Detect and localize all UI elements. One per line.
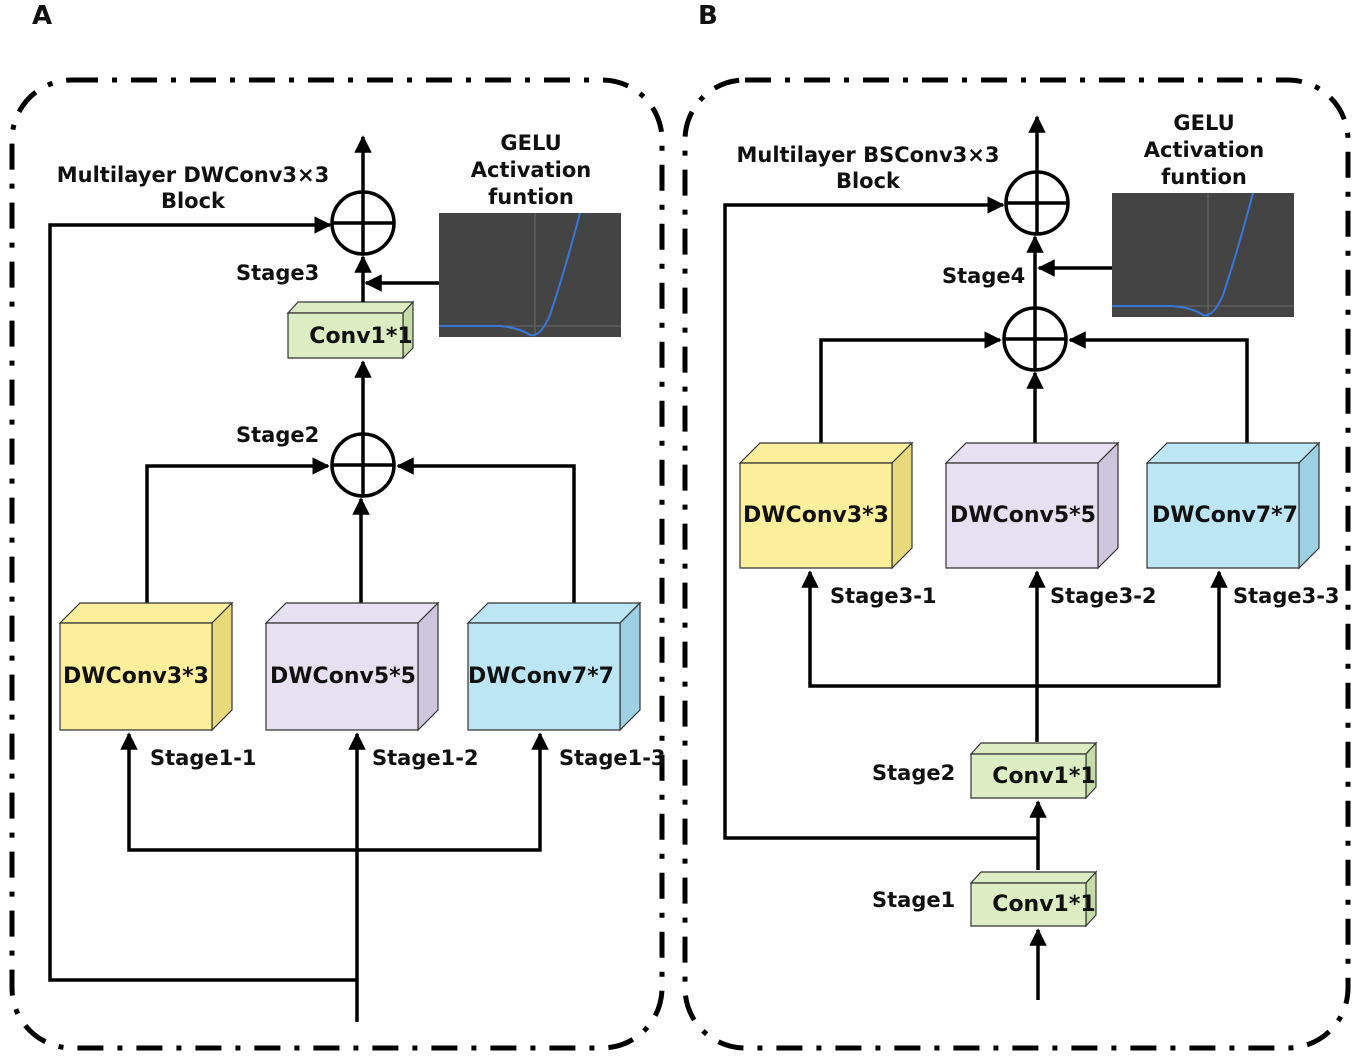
panel-b-dwconv5-label: DWConv5*5 bbox=[950, 503, 1096, 528]
panel-b-dwconv5-box bbox=[944, 441, 1120, 570]
panel-b-frame bbox=[682, 77, 1351, 1051]
panel-a-title-line1: Multilayer DWConv3×3 bbox=[57, 163, 330, 187]
panel-a-dwconv3-box bbox=[58, 601, 234, 732]
panel-b-title-line2: Block bbox=[836, 169, 901, 193]
panel-b-stage2: Stage2 bbox=[872, 761, 955, 785]
panel-a-frame bbox=[9, 77, 665, 1051]
panel-a-sum-top bbox=[330, 190, 396, 256]
panel-b-dwconv3-box bbox=[738, 441, 914, 570]
panel-a: A Multilayer DWConv3×3 Block GELU Activa… bbox=[9, 1, 666, 1051]
panel-b-conv-upper-box bbox=[969, 741, 1098, 800]
panel-a-conv-label: Conv1*1 bbox=[309, 324, 412, 349]
panel-a-title-line2: Block bbox=[161, 189, 226, 213]
panel-b-gelu-line2: Activation bbox=[1144, 138, 1264, 162]
panel-a-conv-box bbox=[286, 300, 415, 360]
panel-b-dwconv7-label: DWConv7*7 bbox=[1152, 503, 1298, 528]
panel-a-stage1-2: Stage1-2 bbox=[372, 746, 479, 770]
panel-a-dwconv5-box bbox=[264, 601, 440, 732]
panel-b-sum-mid bbox=[1002, 306, 1068, 372]
panel-b-dwconv7-box bbox=[1145, 441, 1321, 570]
panel-a-gelu-line1: GELU bbox=[500, 131, 561, 155]
panel-b-title-line1: Multilayer BSConv3×3 bbox=[736, 143, 999, 167]
panel-b-stage1: Stage1 bbox=[872, 888, 955, 912]
panel-a-stage1-3: Stage1-3 bbox=[559, 746, 666, 770]
panel-b-gelu-plot bbox=[1112, 192, 1294, 317]
panel-b-conv-lower-label: Conv1*1 bbox=[992, 892, 1095, 917]
panel-a-sum-mid bbox=[330, 432, 396, 498]
panel-a-stage1-1: Stage1-1 bbox=[150, 746, 257, 770]
panel-a-dwconv3-label: DWConv3*3 bbox=[63, 664, 209, 689]
panel-a-stage-top: Stage3 bbox=[236, 261, 319, 285]
panel-b: B Multilayer BSConv3×3 Block GELU Activa… bbox=[682, 1, 1351, 1051]
panel-b-conv-upper-label: Conv1*1 bbox=[992, 764, 1095, 789]
panel-a-gelu-line3: funtion bbox=[488, 185, 574, 209]
panel-b-stage3-3: Stage3-3 bbox=[1233, 584, 1340, 608]
panel-b-stage-top: Stage4 bbox=[942, 264, 1025, 288]
panel-b-gelu-line1: GELU bbox=[1173, 111, 1234, 135]
panel-b-dwconv3-label: DWConv3*3 bbox=[743, 503, 889, 528]
panel-a-stage-mid: Stage2 bbox=[236, 423, 319, 447]
panel-a-gelu-plot bbox=[439, 212, 621, 337]
panel-a-dwconv5-label: DWConv5*5 bbox=[270, 664, 416, 689]
panel-a-dwconv7-box bbox=[466, 601, 642, 732]
panel-b-gelu-line3: funtion bbox=[1161, 165, 1247, 189]
panel-b-sum-top bbox=[1004, 170, 1070, 236]
panel-b-letter: B bbox=[698, 1, 718, 31]
panel-a-letter: A bbox=[32, 1, 52, 31]
panel-b-stage3-1: Stage3-1 bbox=[830, 584, 937, 608]
panel-a-gelu-line2: Activation bbox=[471, 158, 591, 182]
panel-b-stage3-2: Stage3-2 bbox=[1050, 584, 1157, 608]
panel-a-dwconv7-label: DWConv7*7 bbox=[468, 664, 614, 689]
panel-b-conv-lower-box bbox=[969, 870, 1098, 928]
